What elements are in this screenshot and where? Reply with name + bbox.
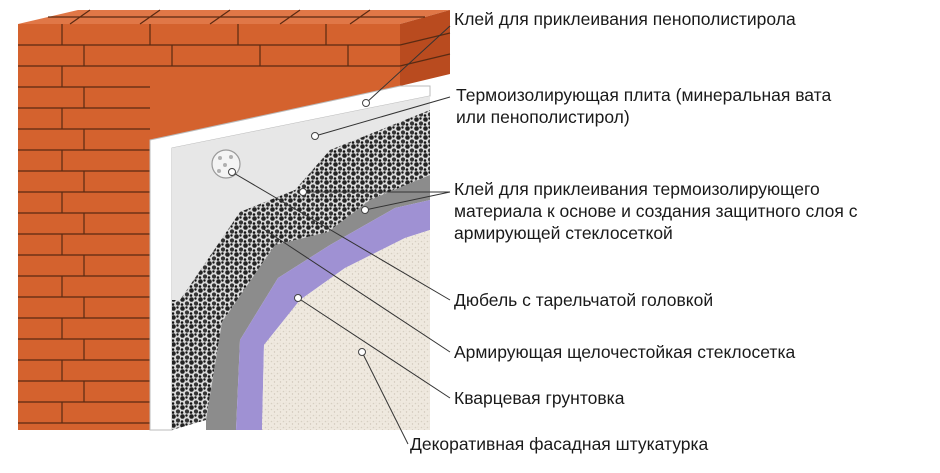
- label-line: Клей для приклеивания пенополистирола: [454, 9, 796, 29]
- label-line: Декоративная фасадная штукатурка: [410, 434, 709, 454]
- label-line: материала к основе и создания защитного …: [454, 201, 858, 221]
- leader-lines: [228, 25, 451, 445]
- label-line: Дюбель с тарельчатой головкой: [454, 290, 714, 310]
- label-plaster: Декоративная фасадная штукатурка: [410, 433, 708, 455]
- label-line: Кварцевая грунтовка: [454, 388, 625, 408]
- label-dowel: Дюбель с тарельчатой головкой: [454, 289, 713, 311]
- brick-mortar-lines: [18, 9, 451, 424]
- label-adhesive-mesh-layer: Клей для приклеивания термоизолирующего …: [454, 178, 857, 244]
- brick-wall-front: [18, 24, 400, 430]
- primer-layer: [236, 200, 430, 430]
- label-adhesive-eps: Клей для приклеивания пенополистирола: [454, 8, 796, 30]
- label-line: или пенополистирол): [456, 107, 630, 127]
- label-primer: Кварцевая грунтовка: [454, 387, 624, 409]
- label-line: Армирующая щелочестойкая стеклосетка: [454, 342, 796, 362]
- insulation-board: [172, 96, 430, 300]
- label-line: Клей для приклеивания термоизолирующего: [454, 179, 820, 199]
- label-line: армирующей стеклосеткой: [454, 223, 673, 243]
- mesh-layer: [172, 110, 430, 430]
- brick-wall-side: [400, 10, 450, 86]
- label-insulation-board: Термоизолирующая плита (минеральная вата…: [456, 84, 831, 128]
- label-line: Термоизолирующая плита (минеральная вата: [456, 85, 832, 105]
- label-mesh: Армирующая щелочестойкая стеклосетка: [454, 341, 795, 363]
